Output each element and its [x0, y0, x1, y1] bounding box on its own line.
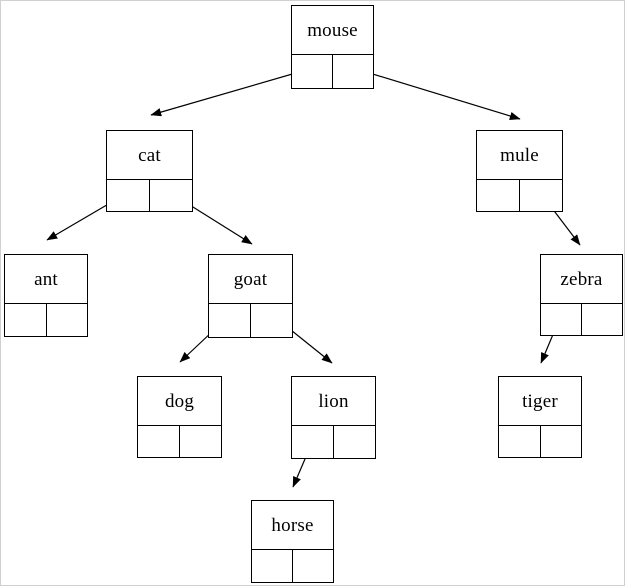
tree-node-zebra[interactable]: zebra	[540, 254, 623, 336]
left-pointer-cell-tiger[interactable]	[499, 426, 541, 457]
tree-node-label-goat: goat	[233, 268, 268, 290]
edge-mouse-left-to-cat	[150, 67, 314, 117]
left-pointer-cell-mule[interactable]	[477, 180, 520, 211]
edge-mouse-right-to-mule	[352, 67, 521, 121]
tree-node-label-ant: ant	[34, 268, 58, 290]
left-pointer-cell-dog[interactable]	[138, 426, 180, 457]
left-pointer-cell-zebra[interactable]	[541, 304, 582, 335]
left-pointer-cell-horse[interactable]	[252, 550, 293, 582]
tree-node-dog[interactable]: dog	[137, 376, 222, 458]
tree-node-pointers-zebra	[541, 303, 622, 335]
tree-node-goat[interactable]: goat	[208, 254, 293, 338]
tree-node-cat[interactable]: cat	[106, 130, 193, 212]
right-pointer-cell-lion[interactable]	[334, 426, 375, 458]
tree-node-pointers-mule	[477, 179, 562, 211]
left-pointer-cell-mouse[interactable]	[292, 55, 333, 88]
right-pointer-cell-mouse[interactable]	[333, 55, 373, 88]
right-pointer-cell-tiger[interactable]	[540, 426, 581, 457]
left-pointer-cell-goat[interactable]	[209, 304, 251, 337]
tree-node-label-zebra: zebra	[560, 268, 603, 290]
tree-node-label-cat: cat	[138, 144, 161, 166]
tree-node-pointers-goat	[209, 303, 292, 337]
right-pointer-cell-dog[interactable]	[180, 426, 221, 457]
tree-node-pointers-tiger	[499, 425, 581, 457]
tree-node-pointers-cat	[107, 179, 192, 211]
tree-node-pointers-lion	[292, 425, 375, 458]
tree-node-mouse[interactable]: mouse	[291, 5, 374, 89]
tree-node-tiger[interactable]: tiger	[498, 376, 582, 458]
tree-node-label-mouse: mouse	[307, 19, 358, 41]
right-pointer-cell-zebra[interactable]	[582, 304, 622, 335]
left-pointer-cell-cat[interactable]	[107, 180, 150, 211]
tree-node-label-lion: lion	[318, 390, 349, 412]
right-pointer-cell-horse[interactable]	[293, 550, 333, 582]
tree-node-horse[interactable]: horse	[251, 500, 334, 583]
tree-node-pointers-horse	[252, 549, 333, 582]
tree-node-pointers-mouse	[292, 54, 373, 88]
tree-node-pointers-ant	[5, 303, 87, 336]
tree-node-label-horse: horse	[271, 514, 314, 536]
tree-node-pointers-dog	[138, 425, 221, 457]
tree-node-label-tiger: tiger	[522, 390, 558, 412]
tree-node-ant[interactable]: ant	[4, 254, 88, 337]
right-pointer-cell-mule[interactable]	[520, 180, 562, 211]
tree-node-mule[interactable]: mule	[476, 130, 563, 212]
tree-node-label-dog: dog	[164, 390, 195, 412]
right-pointer-cell-ant[interactable]	[46, 304, 87, 336]
tree-node-lion[interactable]: lion	[291, 376, 376, 459]
right-pointer-cell-goat[interactable]	[251, 304, 292, 337]
left-pointer-cell-ant[interactable]	[5, 304, 47, 336]
tree-node-label-mule: mule	[500, 144, 539, 166]
right-pointer-cell-cat[interactable]	[150, 180, 192, 211]
left-pointer-cell-lion[interactable]	[292, 426, 334, 458]
